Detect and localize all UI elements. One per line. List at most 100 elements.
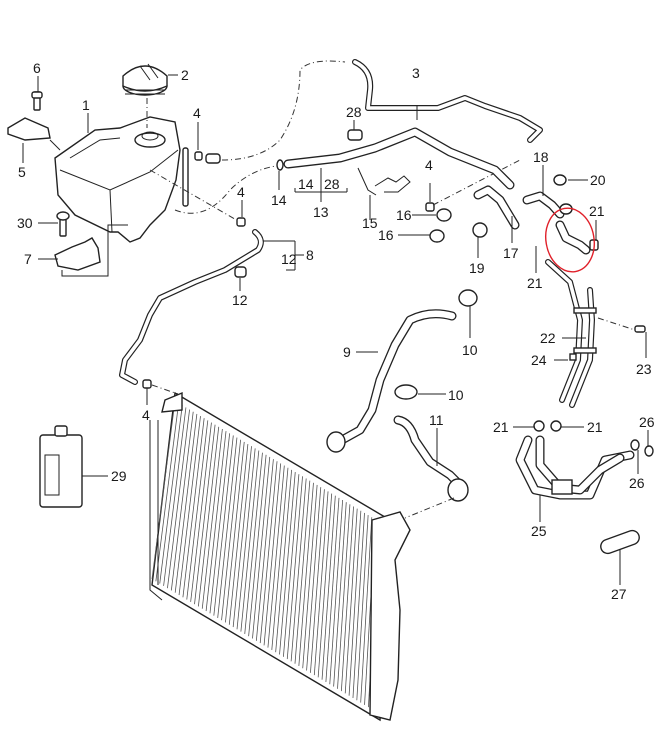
callout-labels: 1 2 3 4 4 4 4 5 6 7 8 9 10 10 11 12 12 1… (17, 60, 655, 602)
radiator-fin (225, 441, 245, 623)
radiator-fin (360, 517, 373, 703)
radiator-fin (167, 409, 190, 589)
callout-28-clip[interactable]: 28 (346, 104, 362, 120)
radiator-fin (348, 510, 362, 696)
callout-15[interactable]: 15 (362, 215, 378, 231)
leader-lines (22, 74, 649, 585)
callout-28-bracket[interactable]: 28 (324, 176, 340, 192)
callout-21-lower-right[interactable]: 21 (587, 419, 603, 435)
callout-27[interactable]: 27 (611, 586, 627, 602)
radiator-fin (302, 484, 318, 669)
callout-6[interactable]: 6 (33, 60, 41, 76)
radiator-fin (306, 487, 322, 671)
callout-16-upper[interactable]: 16 (396, 207, 412, 223)
hose-18 (522, 174, 599, 255)
gasket-27 (600, 529, 640, 555)
radiator-fin (186, 420, 209, 600)
callout-24[interactable]: 24 (531, 352, 547, 368)
callout-14-left[interactable]: 14 (271, 192, 287, 208)
callout-2[interactable]: 2 (181, 67, 189, 83)
radiator-fin (282, 474, 300, 657)
callout-25[interactable]: 25 (531, 523, 547, 539)
radiator-fin (267, 465, 285, 648)
radiator-fin (263, 463, 282, 646)
radiator-fin (317, 493, 333, 678)
callout-16-lower[interactable]: 16 (378, 227, 394, 243)
radiator-fin (352, 512, 365, 699)
callout-22[interactable]: 22 (540, 330, 556, 346)
callout-11[interactable]: 11 (429, 412, 444, 428)
callout-30[interactable]: 30 (17, 215, 33, 231)
callout-17[interactable]: 17 (503, 245, 519, 261)
callout-3[interactable]: 3 (412, 65, 420, 81)
radiator-fin (294, 480, 311, 664)
hose-13 (276, 127, 515, 190)
callout-29[interactable]: 29 (111, 468, 127, 484)
callout-10-lower[interactable]: 10 (448, 387, 464, 403)
callout-23[interactable]: 23 (636, 361, 652, 377)
callout-7[interactable]: 7 (24, 251, 32, 267)
radiator-fin (232, 446, 252, 628)
callout-4-right[interactable]: 4 (425, 157, 433, 173)
callout-26-lower[interactable]: 26 (629, 475, 645, 491)
callout-19[interactable]: 19 (469, 260, 485, 276)
callout-18[interactable]: 18 (533, 149, 549, 165)
radiator-fin (197, 426, 220, 607)
radiator-fin (178, 416, 201, 596)
callout-21-highlighted[interactable]: 21 (589, 203, 605, 219)
callout-4-upper[interactable]: 4 (193, 105, 201, 121)
hose-3 (352, 59, 543, 143)
callout-14-bracket[interactable]: 14 (298, 176, 314, 192)
radiator-fin (313, 491, 329, 676)
radiator-fin (213, 435, 234, 616)
callout-8[interactable]: 8 (306, 247, 314, 263)
hose-12 (119, 229, 264, 385)
hose-9 (326, 289, 478, 453)
callout-21-lower-left[interactable]: 21 (493, 419, 509, 435)
radiator-fin (255, 459, 274, 641)
callout-12[interactable]: 12 (232, 292, 248, 308)
wire-harness-15 (357, 167, 411, 196)
radiator-fin (244, 452, 263, 634)
radiator-fin (182, 418, 205, 598)
radiator-fin (194, 424, 216, 605)
callout-4-middle[interactable]: 4 (237, 184, 245, 200)
radiator (149, 391, 411, 722)
callout-21-left[interactable]: 21 (527, 275, 543, 291)
pipe-22 (545, 259, 646, 408)
radiator-fin (333, 502, 347, 687)
radiator-fin (205, 431, 227, 612)
callout-1[interactable]: 1 (82, 97, 90, 113)
callout-20[interactable]: 20 (590, 172, 606, 188)
radiator-fin (344, 508, 358, 694)
callout-10-upper[interactable]: 10 (462, 342, 478, 358)
lower-bracket (54, 211, 128, 277)
radiator-fin (329, 499, 344, 685)
radiator-fin (337, 504, 351, 689)
callout-5[interactable]: 5 (18, 164, 26, 180)
radiator-fin (325, 497, 340, 682)
radiator-fin (290, 478, 307, 662)
callout-4-lower[interactable]: 4 (142, 407, 150, 423)
radiator-fin (221, 439, 241, 621)
bracket (7, 91, 51, 141)
clamps (142, 151, 435, 389)
radiator-fin (240, 450, 260, 632)
callout-9[interactable]: 9 (343, 344, 351, 360)
coolant-bottle (39, 425, 83, 508)
clip-28 (347, 129, 363, 141)
hose-17 (473, 185, 520, 230)
callout-13[interactable]: 13 (313, 204, 329, 220)
radiator-fin (259, 461, 278, 644)
radiator-fin (275, 469, 293, 653)
radiator-fin (217, 437, 238, 618)
radiator-fin (174, 413, 198, 593)
radiator-fin (356, 515, 369, 701)
radiator-fin (310, 489, 325, 673)
tank-cap (122, 63, 168, 96)
callout-26-upper[interactable]: 26 (639, 414, 655, 430)
callout-12-bracket[interactable]: 12 (281, 251, 297, 267)
radiator-fin (155, 403, 180, 582)
radiator-fin (159, 405, 183, 584)
radiator-fin (163, 407, 187, 586)
